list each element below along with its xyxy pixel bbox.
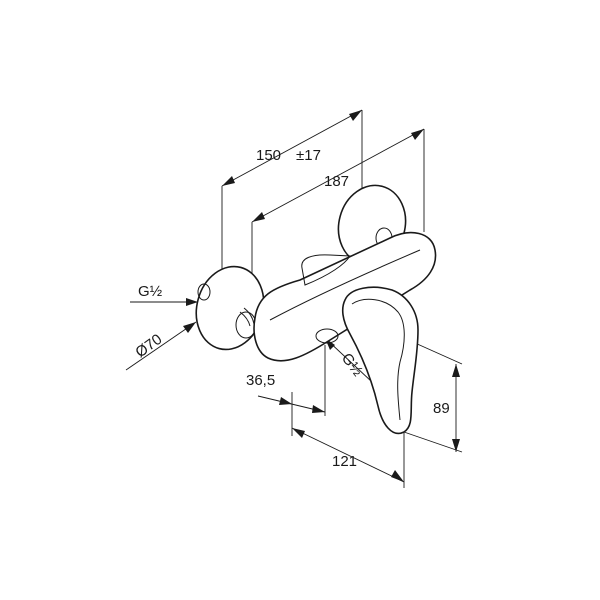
mixer [195,184,437,435]
arrow-rosette-diameter [183,322,196,333]
dim-label-tolerance: ±17 [296,147,321,164]
dim-line-121 [291,427,405,483]
dim-label-rosette-diameter: Ø70 [132,331,165,361]
arrow-89-top [452,364,460,377]
arrow-150-right [349,110,362,121]
mixer-lever [341,286,419,435]
dim-line-150 [221,109,363,187]
dim-line-187 [251,128,425,223]
arrow-89-bottom [452,439,460,452]
arrow-121-left [292,428,305,438]
body-top-cap [301,254,351,286]
arrow-36-right [312,405,325,413]
outlet-hole [315,328,339,344]
arrow-150-left [222,176,235,186]
leader-rosette-diameter [125,321,197,371]
inlet-stub [197,283,211,301]
dim-label-36-5: 36,5 [246,372,275,389]
dimension-lines [125,109,463,488]
body-edge-line [269,249,421,321]
arrowheads [183,110,460,482]
dim-label-150: 150 [256,147,281,164]
arrow-187-right [411,129,424,140]
dim-label-121: 121 [332,453,357,470]
dim-label-89: 89 [433,400,450,417]
arrow-121-right [391,470,404,482]
dim-label-inlet-thread: G½ [138,283,163,300]
arrow-187-left [252,212,265,222]
mixer-body [253,231,437,362]
dim-label-187: 187 [324,173,349,190]
ext-line-89-bottom [403,431,463,453]
lever-edge-line [351,298,405,421]
arrow-inlet-thread [186,298,198,306]
arrow-36-left [279,397,292,405]
